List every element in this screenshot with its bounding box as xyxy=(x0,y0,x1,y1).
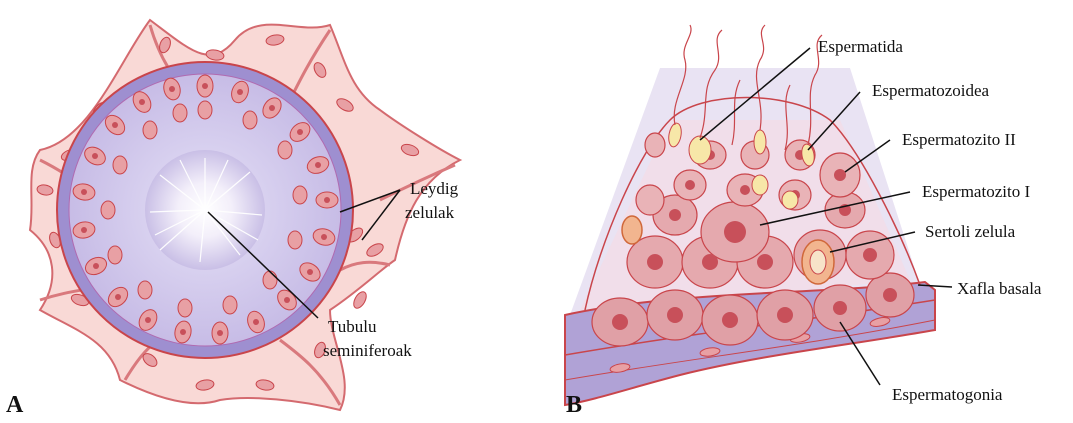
label-xafla: Xafla basala xyxy=(957,279,1041,299)
seminiferous-tubule-cross-section xyxy=(0,0,560,423)
label-leydig-2: zelulak xyxy=(405,203,454,223)
panel-letter-a: A xyxy=(6,392,23,419)
label-espermatozoidea: Espermatozoidea xyxy=(872,81,989,101)
seminiferous-epithelium-detail xyxy=(560,0,1073,423)
label-tubulu-2: seminiferoak xyxy=(323,341,412,361)
sertoli-cell xyxy=(802,240,834,284)
label-espermatida: Espermatida xyxy=(818,37,903,57)
panel-letter-b: B xyxy=(566,392,582,419)
label-espermatozito-ii: Espermatozito II xyxy=(902,130,1016,150)
label-tubulu-1: Tubulu xyxy=(328,317,377,337)
label-leydig-1: Leydig xyxy=(410,179,458,199)
label-espermatozito-i: Espermatozito I xyxy=(922,182,1030,202)
label-sertoli: Sertoli zelula xyxy=(925,222,1015,242)
label-espermatogonia: Espermatogonia xyxy=(892,385,1002,405)
